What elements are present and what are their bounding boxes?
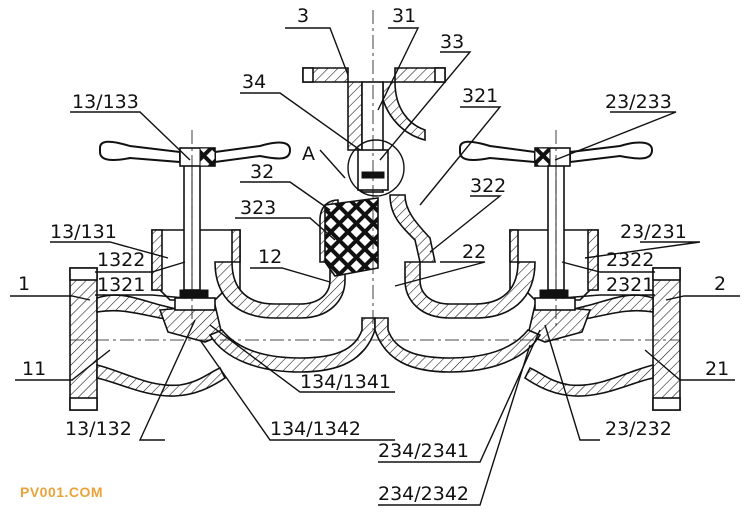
label-11: 11 (22, 358, 46, 380)
label-23-233: 23/233 (605, 91, 672, 113)
right-handwheel (459, 140, 654, 167)
label-1321: 1321 (97, 274, 145, 296)
label-A: A (302, 143, 315, 165)
label-322: 322 (470, 175, 506, 197)
label-3: 3 (297, 5, 309, 27)
label-22: 22 (462, 241, 486, 263)
leader-lines (10, 27, 740, 506)
label-31: 31 (392, 5, 416, 27)
left-handwheel (99, 140, 292, 167)
label-33: 33 (440, 31, 464, 53)
label-323: 323 (240, 197, 276, 219)
label-21: 21 (705, 358, 729, 380)
top-outlet-port (302, 67, 446, 197)
label-34: 34 (242, 71, 266, 93)
label-13-132: 13/132 (65, 418, 132, 440)
left-valve-body (69, 164, 241, 411)
label-2: 2 (714, 273, 726, 295)
label-234-2341: 234/2341 (378, 440, 469, 462)
callout-labels: 3 31 33 34 A 321 13/133 23/233 32 322 32… (18, 5, 729, 505)
label-13-133: 13/133 (72, 91, 139, 113)
label-134-1342: 134/1342 (270, 418, 361, 440)
label-2322: 2322 (606, 249, 654, 271)
central-flow-channels (208, 194, 542, 373)
label-1322: 1322 (97, 249, 145, 271)
label-32: 32 (250, 161, 274, 183)
label-13-131: 13/131 (50, 221, 117, 243)
label-2321: 2321 (606, 274, 654, 296)
label-321: 321 (462, 85, 498, 107)
label-1: 1 (18, 273, 30, 295)
label-134-1341: 134/1341 (300, 371, 391, 393)
watermark: PV001.COM (20, 484, 103, 500)
label-23-231: 23/231 (620, 221, 687, 243)
right-valve-body (509, 164, 681, 411)
label-12: 12 (258, 246, 282, 268)
label-23-232: 23/232 (605, 418, 672, 440)
label-234-2342: 234/2342 (378, 483, 469, 505)
